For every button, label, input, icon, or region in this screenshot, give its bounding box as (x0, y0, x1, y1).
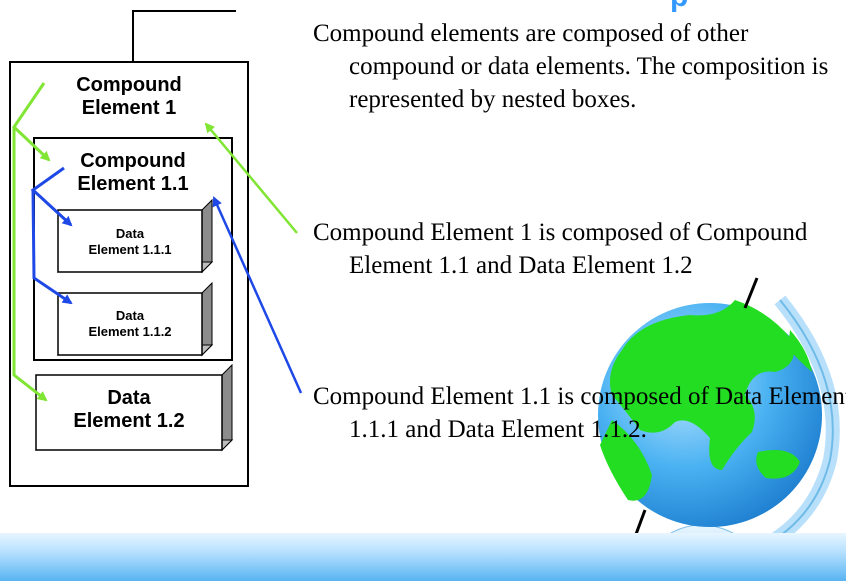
data-element-1-2-label: Data Element 1.2 (36, 387, 222, 433)
compound-element-1-label: Compound Element 1 (50, 74, 208, 120)
data-element-1-1-1-line-1: Data (115, 226, 145, 241)
description-compound-elements: Compound elements are composed of other … (313, 20, 829, 113)
compound-element-1-1-label: Compound Element 1.1 (54, 150, 212, 196)
compound-element-1-line-1: Compound (76, 74, 182, 96)
data-element-1-1-1-box (56, 198, 214, 274)
compound-element-1-line-2: Element 1 (81, 97, 177, 119)
data-element-1-1-2-label: Data Element 1.1.2 (58, 308, 202, 339)
description-compound-element-1: Compound Element 1 is composed of Compou… (313, 219, 808, 279)
green-arrow-to-data-1-2 (12, 127, 48, 402)
slide-title-fragment: p (670, 0, 688, 14)
blue-arrow-to-data-1-1-1 (30, 166, 73, 227)
top-connector-line (132, 10, 236, 62)
data-element-1-2-line-1: Data (107, 387, 151, 409)
blue-arrow-from-description (212, 196, 303, 394)
data-element-1-1-2-line-2: Element 1.1.2 (88, 323, 172, 339)
compound-element-1-1-line-2: Element 1.1 (77, 173, 189, 195)
compound-element-1-1-line-1: Compound (80, 150, 186, 172)
data-element-1-1-2-box (56, 281, 214, 357)
data-element-1-1-1-line-2: Element 1.1.1 (88, 241, 172, 257)
data-element-1-1-1-label: Data Element 1.1.1 (58, 226, 202, 257)
data-element-1-2-box (34, 363, 234, 452)
data-element-1-2-line-2: Element 1.2 (73, 410, 185, 432)
blue-arrow-to-data-1-1-2 (31, 189, 73, 305)
green-arrow-from-description (204, 122, 298, 234)
description-compound-element-1-1: Compound Element 1.1 is composed of Data… (313, 383, 846, 443)
bottom-gradient-band (0, 533, 846, 581)
data-element-1-1-2-line-1: Data (115, 308, 145, 323)
